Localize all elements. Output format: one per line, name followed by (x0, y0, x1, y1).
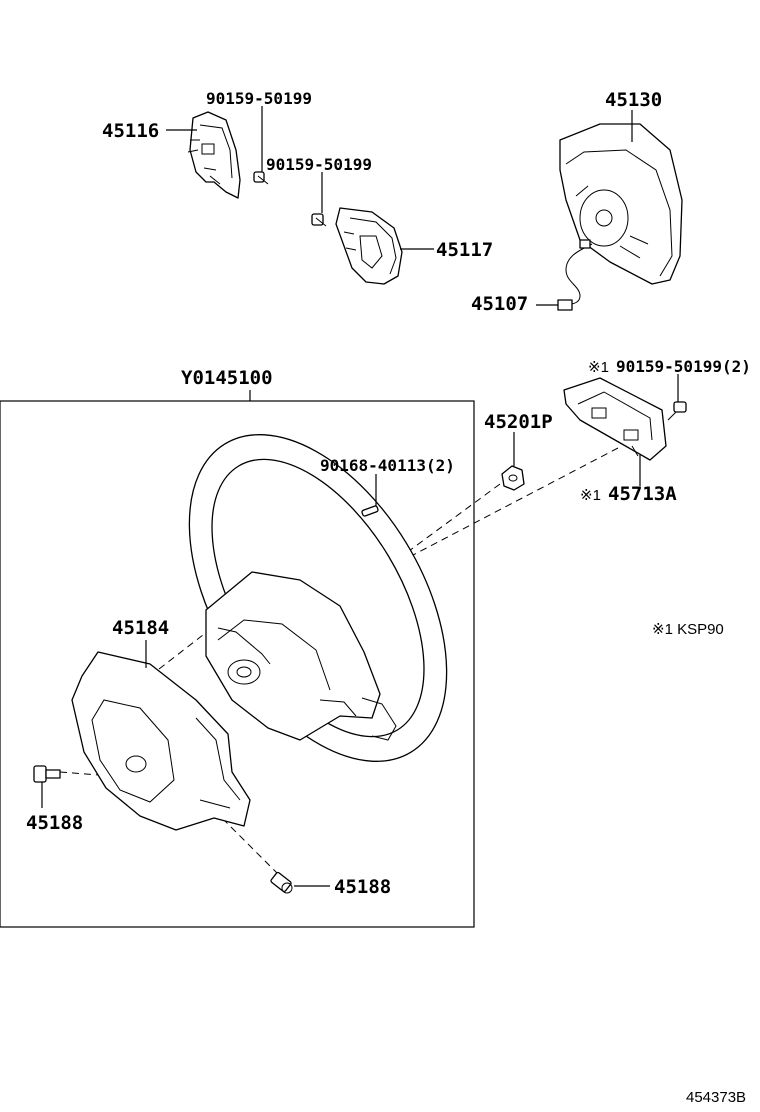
label-45107: 45107 (471, 293, 528, 315)
part-45184-lower-cover[interactable] (71, 651, 251, 831)
label-45117: 45117 (436, 239, 493, 261)
screw-45188-left[interactable] (33, 765, 61, 783)
dash-screw-left (59, 771, 113, 777)
mark-90159-c: ※1 (588, 359, 609, 376)
part-45130-airbag-assembly[interactable] (559, 123, 683, 285)
part-45201p-nut[interactable] (501, 465, 525, 491)
screw-90168[interactable] (361, 505, 379, 517)
label-45116: 45116 (102, 120, 159, 142)
footnote: ※1 KSP90 (652, 621, 724, 638)
label-45201p: 45201P (484, 411, 553, 433)
dash-cover (149, 627, 213, 677)
screw-45188-bottom[interactable] (270, 871, 293, 894)
label-90168: 90168-40113(2) (320, 456, 455, 475)
assembly-frame (0, 400, 475, 928)
mark-45713a: ※1 (580, 487, 601, 504)
part-45713a-steering-switch[interactable] (563, 377, 667, 461)
figure-code: 454373B (686, 1089, 746, 1106)
label-90159-a: 90159-50199 (206, 89, 312, 108)
label-45713a: 45713A (608, 483, 677, 505)
part-45117-switch-cover[interactable] (335, 207, 403, 285)
label-45188-bottom: 45188 (334, 876, 391, 898)
label-90159-c: 90159-50199(2) (616, 357, 751, 376)
part-45116-switch-cover[interactable] (187, 111, 241, 199)
screw-90159-c[interactable] (667, 401, 687, 421)
label-90159-b: 90159-50199 (266, 155, 372, 174)
part-45107-wire-harness[interactable] (557, 239, 593, 311)
screw-90159-a[interactable] (253, 171, 269, 185)
label-45184: 45184 (112, 617, 169, 639)
label-45188-left: 45188 (26, 812, 83, 834)
label-assembly-Y0145100: Y0145100 (181, 367, 273, 389)
steering-wheel[interactable] (136, 390, 500, 806)
label-45130: 45130 (605, 89, 662, 111)
screw-90159-b[interactable] (311, 213, 327, 227)
